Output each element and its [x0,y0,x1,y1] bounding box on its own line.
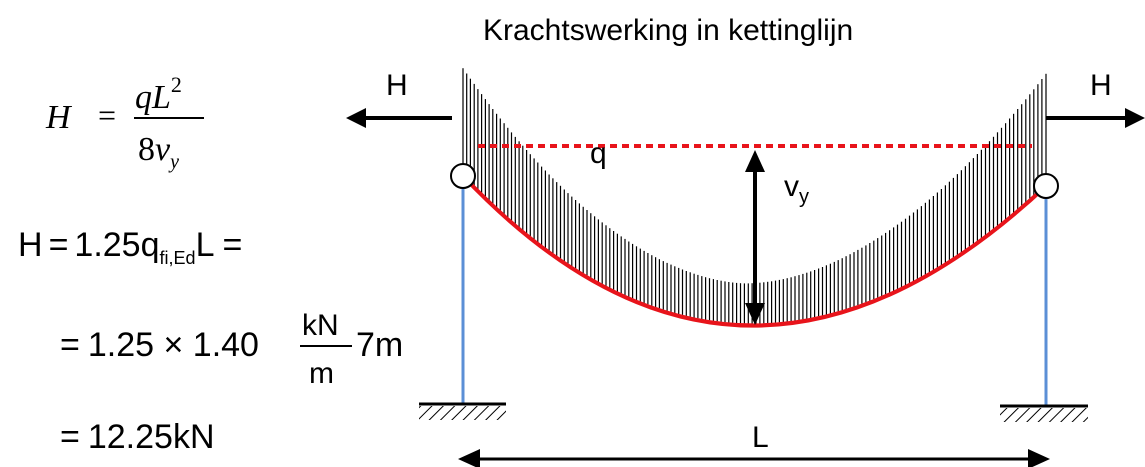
label-vy: vy [784,170,809,208]
formula-values: =1.25 × 1.40 kN m 7m [60,309,403,390]
sag-arrow [745,150,765,325]
formula-h: H=1.25qfi,EdL= [18,226,242,268]
diagram-title: Krachtswerking in kettinglijn [483,14,853,47]
formula-length: 7m [356,326,403,364]
label-span: L [752,421,769,454]
formula-general-eq: = [98,97,116,133]
span-arrow [458,449,1050,467]
label-q: q [590,137,607,170]
right-hinge [1033,173,1059,199]
left-hinge [450,163,476,189]
catenary-cable [461,174,1048,328]
formula-general-numerator: qL2 [135,72,182,116]
left-ground-support [419,402,506,420]
formula-general-denominator: 8vy [138,131,179,173]
label-h-left: H [386,69,408,102]
h-arrow-right [1046,108,1145,128]
distributed-load-hatching [462,68,1047,324]
formula-general-lhs: H [45,99,73,136]
h-arrow-left [346,108,452,128]
unit-numerator: kN [302,309,339,342]
formula-result: =12.25kN [60,418,215,456]
svg-text:=1.25 × 1.40: =1.25 × 1.40 [60,326,259,364]
unit-denominator: m [309,357,334,390]
formula-general: H = qL2 8vy [45,72,204,173]
right-ground-support [1000,404,1088,422]
label-h-right: H [1090,69,1112,102]
